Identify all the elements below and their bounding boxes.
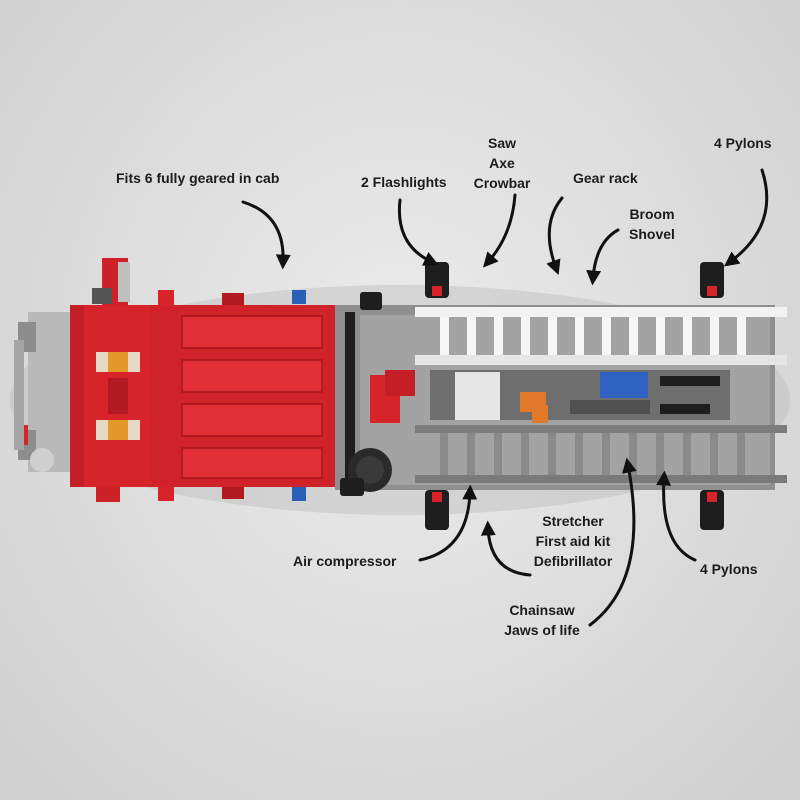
arrow-flashlights <box>397 198 439 266</box>
arrow-cab <box>241 200 291 270</box>
front-bumper <box>14 312 70 472</box>
ladder-top <box>415 307 787 365</box>
label-broom-shovel: Broom Shovel <box>629 206 675 242</box>
arrow-medical <box>480 520 532 577</box>
label-tools: Saw Axe Crowbar <box>473 135 531 191</box>
arrow-pylons-bottom <box>656 470 697 562</box>
tires <box>340 262 724 530</box>
label-air-compressor: Air compressor <box>293 553 397 569</box>
label-flashlights: 2 Flashlights <box>361 174 447 190</box>
arrow-rescue <box>588 457 637 627</box>
annotation-arrows <box>241 168 769 627</box>
cab <box>70 290 335 501</box>
arrow-gear-rack <box>546 196 564 276</box>
tire-lights <box>432 286 717 502</box>
mirrors <box>92 258 130 502</box>
arrow-tools <box>483 193 517 268</box>
label-cab: Fits 6 fully geared in cab <box>116 170 280 186</box>
label-pylons-bottom: 4 Pylons <box>700 561 758 577</box>
label-pylons-top: 4 Pylons <box>714 135 772 151</box>
arrow-air-compressor <box>418 484 478 562</box>
label-gear-rack: Gear rack <box>573 170 638 186</box>
arrow-broom-shovel <box>586 228 620 286</box>
label-medical: Stretcher First aid kit Defibrillator <box>533 513 613 569</box>
arrow-pylons-top <box>723 168 769 267</box>
label-rescue: Chainsaw Jaws of life <box>504 602 580 638</box>
ladder-bottom <box>415 425 787 483</box>
